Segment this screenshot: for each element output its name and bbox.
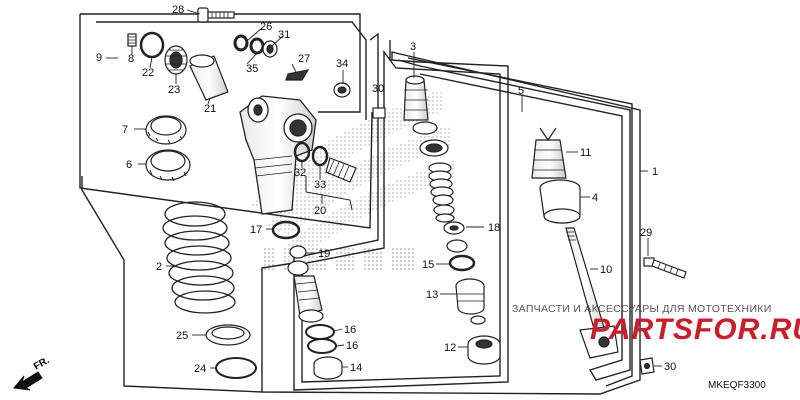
frame-9-inner [96,21,367,120]
group-frames [79,13,641,395]
bushing-12 [467,335,501,365]
callout-c15: 15 [422,259,434,271]
callout-c10: 10 [600,264,612,276]
callout-c6: 6 [126,159,132,171]
callout-c17: 17 [250,224,262,236]
bolt-29 [643,257,687,279]
shock-body [239,95,317,215]
callout-c9: 9 [96,52,102,64]
plug-34 [333,82,351,98]
adjust-nut-6 [145,149,191,182]
cap-4 [539,179,581,224]
callout-c3: 3 [410,41,416,53]
honda-wordmark-watermark [262,248,414,270]
damper-small-parts [293,141,357,211]
collar-14 [313,356,343,380]
adjuster-33 [325,157,357,183]
label-27 [285,69,310,81]
o-ring-22 [139,31,165,59]
lower-rings [305,324,343,380]
callout-c25: 25 [176,330,188,342]
callout-c8: 8 [128,53,134,65]
lock-nut-7 [145,115,187,145]
callout-c1: 1 [652,166,658,178]
callout-c29: 29 [640,227,652,239]
bump-assembly-19 [287,245,324,323]
front-direction-indicator: FR. [13,355,52,391]
spring-seat-25 [205,324,251,346]
callout-c19: 19 [318,248,330,260]
callout-c30b: 30 [664,361,676,373]
callout-c7: 7 [122,124,128,136]
bracket-20 [305,176,353,211]
callout-c32: 32 [294,167,306,179]
o-ring-26 [233,34,249,52]
frame-3 [293,32,509,391]
nut-31 [262,40,278,58]
callout-c31: 31 [278,29,290,41]
piston-18 [443,221,465,235]
adjuster-rings [145,115,191,182]
nut-30-top [372,107,386,119]
bump-rubber-top [403,75,429,121]
callout-c16a: 16 [344,324,356,336]
callout-c13: 13 [426,289,438,301]
callout-c34: 34 [336,58,348,70]
bladder-23 [164,45,188,75]
callout-c33: 33 [314,179,326,191]
clevis [579,325,619,359]
frame-1-inner [407,57,633,387]
frame-1 [81,51,641,395]
shim-stack [428,162,455,223]
callout-c24: 24 [194,363,206,375]
spring-2 [162,201,236,314]
callout-c26: 26 [260,21,272,33]
callout-c27: 27 [298,53,310,65]
callout-c28: 28 [172,4,184,16]
bolt-28 [197,7,235,23]
callout-c30a: 30 [372,83,384,95]
ring-16a [305,324,335,340]
o-ring-17 [271,220,301,240]
valve-8 [127,33,137,47]
rod-group [531,127,687,375]
o-ring-15 [448,254,476,272]
callout-c35: 35 [246,63,258,75]
callout-c18: 18 [488,222,500,234]
callout-c14: 14 [350,362,362,374]
stopper-ring-24 [215,357,257,379]
callout-c16b: 16 [346,340,358,352]
callout-c11: 11 [580,147,591,159]
front-arrow-icon [13,371,43,391]
callout-c21: 21 [204,103,216,115]
watermark-tagline: ЗАПЧАСТИ И АКСЕССУАРЫ ДЛЯ МОТОТЕХНИКИ [512,303,772,315]
bump-stop-11 [531,127,567,179]
diagram-code: MKEQF3300 [708,380,766,391]
frame-5 [397,59,631,381]
callout-c5: 5 [518,85,524,97]
callout-c4: 4 [592,192,598,204]
front-label: FR. [32,355,52,373]
damper-stack [403,75,501,365]
reservoir-cap-21 [189,54,229,101]
spring-seats [205,324,257,379]
callout-c20: 20 [314,205,326,217]
callout-c22: 22 [142,67,154,79]
washer-35 [249,37,265,55]
nut-30-bottom [639,357,655,375]
watermark-logo: PARTSFOR.RU [590,313,800,346]
callout-c2: 2 [156,261,162,273]
frame-3-inner [301,49,501,383]
ring-16b [307,338,337,354]
callout-c12: 12 [444,342,456,354]
callout-c23: 23 [168,84,180,96]
reservoir-parts [127,7,386,119]
dust-seal-13 [455,278,485,315]
